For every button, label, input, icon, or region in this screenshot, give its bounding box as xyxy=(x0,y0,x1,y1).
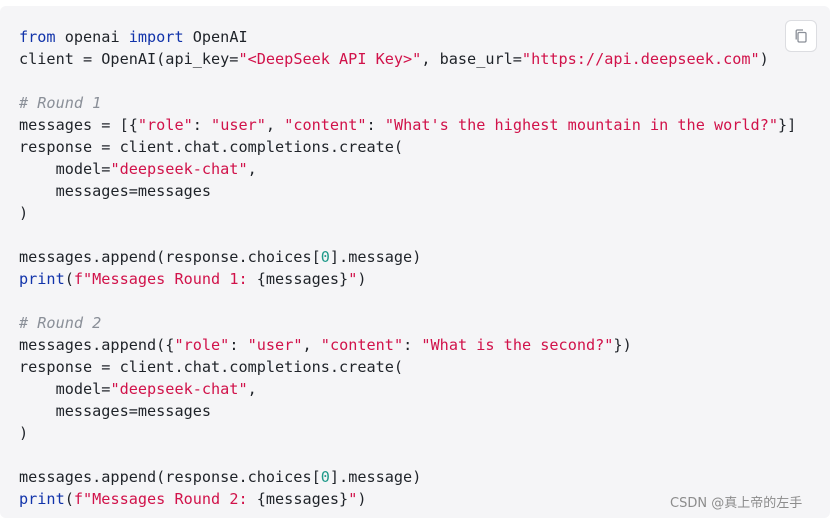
code-token: , base_url= xyxy=(421,50,522,68)
code-token: print xyxy=(19,270,65,288)
code-line xyxy=(19,290,796,312)
code-token: f"Messages Round 2: xyxy=(73,490,257,508)
code-line: ) xyxy=(19,422,796,444)
code-token: ) xyxy=(19,204,29,222)
code-token: {messages} xyxy=(256,270,349,288)
code-token: "https://api.deepseek.com" xyxy=(521,50,760,68)
code-line: model="deepseek-chat", xyxy=(19,158,796,180)
code-token: " xyxy=(348,270,358,288)
code-line: ) xyxy=(19,202,796,224)
code-line: response = client.chat.completions.creat… xyxy=(19,356,796,378)
code-token: : xyxy=(229,336,248,354)
code-line xyxy=(19,70,796,92)
code-token: # Round 2 xyxy=(19,314,102,332)
code-token: messages=messages xyxy=(19,182,212,200)
code-token: 0 xyxy=(320,248,330,266)
code-token: messages.append(response.choices[ xyxy=(19,248,321,266)
code-token: # Round 1 xyxy=(19,94,102,112)
code-token: "user" xyxy=(211,116,266,134)
code-line: messages=messages xyxy=(19,180,796,202)
code-line: messages.append(response.choices[0].mess… xyxy=(19,466,796,488)
code-token: import xyxy=(128,28,184,46)
code-line: response = client.chat.completions.creat… xyxy=(19,136,796,158)
code-token: {messages} xyxy=(256,490,349,508)
copy-button[interactable] xyxy=(785,20,817,52)
code-token: response = client.chat.completions.creat… xyxy=(19,138,404,156)
code-token: "<DeepSeek API Key>" xyxy=(238,50,422,68)
code-token: }) xyxy=(613,336,632,354)
code-line: print(f"Messages Round 1: {messages}") xyxy=(19,268,796,290)
code-line: messages=messages xyxy=(19,400,796,422)
code-token: "content" xyxy=(320,336,404,354)
code-token: , xyxy=(247,380,257,398)
code-token: response = client.chat.completions.creat… xyxy=(19,358,404,376)
code-line: from openai import OpenAI xyxy=(19,26,796,48)
code-token: "user" xyxy=(247,336,303,354)
code-line: client = OpenAI(api_key="<DeepSeek API K… xyxy=(19,48,796,70)
code-token: "deepseek-chat" xyxy=(110,380,248,398)
code-token: "role" xyxy=(137,116,193,134)
code-token: openai xyxy=(55,28,129,46)
code-token: f"Messages Round 1: xyxy=(73,270,257,288)
code-line: messages.append({"role": "user", "conten… xyxy=(19,334,796,356)
copy-icon xyxy=(793,28,809,44)
code-token: ) xyxy=(357,490,367,508)
code-token: "What's the highest mountain in the worl… xyxy=(384,116,778,134)
code-line xyxy=(19,224,796,246)
code-line: messages.append(response.choices[0].mess… xyxy=(19,246,796,268)
code-token: OpenAI xyxy=(183,28,248,46)
code-token: model= xyxy=(19,380,111,398)
code-line: messages = [{"role": "user", "content": … xyxy=(19,114,796,136)
code-token: ) xyxy=(759,50,769,68)
code-token: ( xyxy=(64,270,74,288)
code-token: client = OpenAI(api_key= xyxy=(19,50,239,68)
code-line: print(f"Messages Round 2: {messages}") xyxy=(19,488,796,510)
code-token: , xyxy=(247,160,257,178)
code-line: model="deepseek-chat", xyxy=(19,378,796,400)
code-token: "deepseek-chat" xyxy=(110,160,248,178)
code-token: "content" xyxy=(284,116,367,134)
code-line: # Round 2 xyxy=(19,312,796,334)
code-token: from xyxy=(19,28,56,46)
code-line: # Round 1 xyxy=(19,92,796,114)
code-token: "role" xyxy=(174,336,230,354)
code-token: messages.append(response.choices[ xyxy=(19,468,321,486)
code-token: model= xyxy=(19,160,111,178)
code-token: ].message) xyxy=(329,248,422,266)
code-token: ( xyxy=(64,490,74,508)
code-token: : xyxy=(403,336,422,354)
code-token: }] xyxy=(778,116,797,134)
code-token: ) xyxy=(19,424,29,442)
code-token: messages=messages xyxy=(19,402,212,420)
code-token: " xyxy=(348,490,358,508)
code-token: messages = [{ xyxy=(19,116,138,134)
code-token: ].message) xyxy=(329,468,422,486)
code-token: messages.append({ xyxy=(19,336,175,354)
code-token: "What is the second?" xyxy=(421,336,614,354)
watermark: CSDN @真上帝的左手 xyxy=(670,496,803,511)
code-token: ) xyxy=(357,270,367,288)
code-token: , xyxy=(302,336,321,354)
code-token: : xyxy=(192,116,212,134)
code-token: 0 xyxy=(320,468,330,486)
code-token: , xyxy=(265,116,285,134)
code-token: : xyxy=(366,116,385,134)
code-token: print xyxy=(19,490,65,508)
code-line xyxy=(19,444,796,466)
